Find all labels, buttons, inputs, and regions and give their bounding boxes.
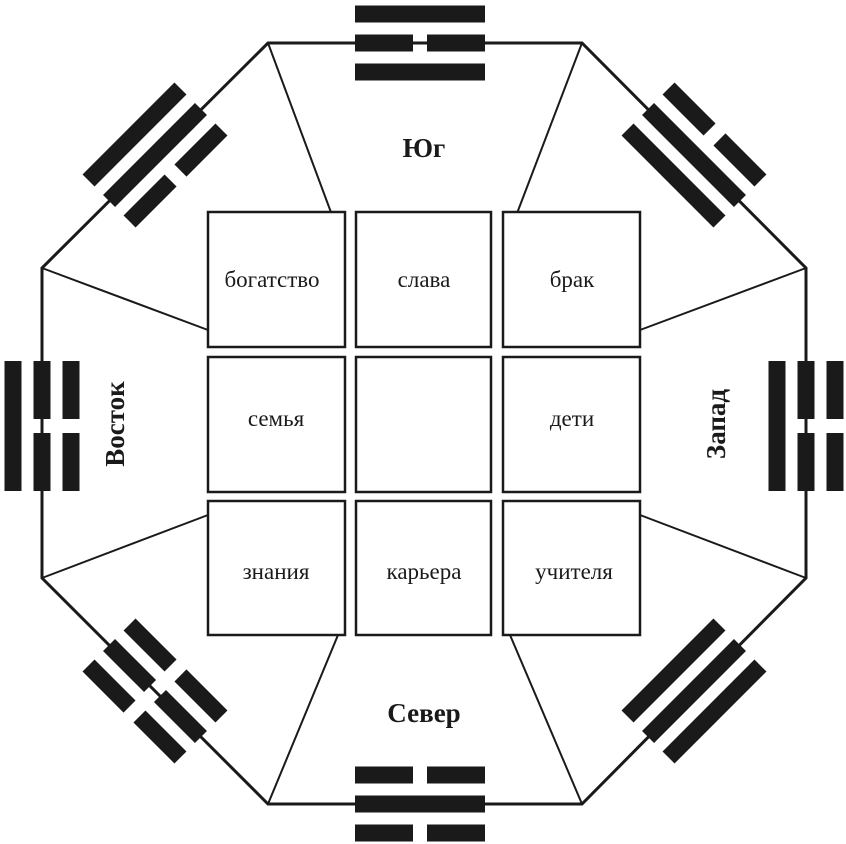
trigram-solid-bar: [642, 639, 746, 743]
trigram-solid-bar: [621, 123, 726, 228]
trigram-broken-bar: [123, 174, 177, 228]
cell-center: [354, 355, 493, 494]
trigram-broken-bar: [62, 361, 80, 419]
cell-teachers: [501, 499, 642, 637]
cell-wealth: [206, 210, 347, 349]
trigram-broken-bar: [662, 82, 716, 136]
trigram-broken-bar: [427, 34, 485, 52]
radial-line: [639, 267, 807, 331]
cell-labels: богатство слава брак семья дети знания к…: [224, 267, 613, 584]
trigram-west: [768, 361, 844, 491]
cell-label-career: карьера: [387, 559, 462, 584]
trigram-broken-bar: [713, 133, 767, 187]
trigram-broken-bar: [826, 433, 844, 491]
trigram-broken-bar: [33, 361, 51, 419]
radial-line: [41, 267, 209, 331]
trigram-broken-bar: [174, 123, 228, 177]
trigram-solid-bar: [103, 103, 207, 207]
trigram-broken-bar: [355, 766, 413, 784]
direction-west-label: Запад: [701, 389, 731, 459]
trigram-broken-bar: [153, 689, 207, 743]
trigram-solid-bar: [621, 618, 726, 723]
trigram-south-east: [82, 82, 228, 228]
trigram-broken-bar: [355, 824, 413, 842]
trigram-solid-bar: [4, 361, 22, 491]
radial-line: [41, 514, 209, 579]
cell-label-children: дети: [550, 406, 594, 431]
cell-label-fame: слава: [398, 267, 451, 292]
trigram-broken-bar: [797, 433, 815, 491]
trigram-north-west: [621, 618, 767, 764]
trigram-broken-bar: [33, 433, 51, 491]
trigram-solid-bar: [355, 795, 485, 813]
trigram-solid-bar: [768, 361, 786, 491]
trigram-broken-bar: [355, 34, 413, 52]
trigram-solid-bar: [355, 5, 485, 23]
trigram-south-west: [621, 82, 767, 228]
cell-label-teachers: учителя: [535, 559, 613, 584]
direction-east-label: Восток: [100, 381, 130, 467]
trigram-south: [355, 5, 485, 81]
trigram-broken-bar: [62, 433, 80, 491]
cell-knowledge: [206, 499, 347, 637]
trigram-broken-bar: [174, 669, 228, 723]
center-grid: [206, 210, 642, 637]
trigram-solid-bar: [642, 103, 746, 207]
radial-lines: [41, 42, 807, 805]
cell-label-marriage: брак: [550, 267, 595, 292]
cell-label-family: семья: [248, 406, 305, 431]
trigram-solid-bar: [662, 659, 767, 764]
cell-label-knowledge: знания: [243, 559, 310, 584]
trigram-broken-bar: [123, 618, 177, 672]
trigram-broken-bar: [82, 659, 136, 713]
trigram-east: [4, 361, 80, 491]
cell-fame: [354, 210, 493, 349]
cell-marriage: [501, 210, 642, 349]
trigram-broken-bar: [133, 710, 187, 764]
direction-south-label: Юг: [403, 133, 446, 163]
radial-line: [639, 514, 807, 579]
trigram-broken-bar: [826, 361, 844, 419]
trigram-solid-bar: [355, 63, 485, 81]
direction-north-label: Север: [387, 698, 460, 728]
trigram-north-east: [82, 618, 228, 764]
cell-children: [501, 355, 642, 494]
trigram-broken-bar: [427, 766, 485, 784]
cell-family: [206, 355, 347, 494]
trigram-north: [355, 766, 485, 842]
radial-line: [267, 634, 339, 805]
trigram-broken-bar: [797, 361, 815, 419]
trigram-broken-bar: [427, 824, 485, 842]
radial-line: [509, 634, 583, 805]
trigram-solid-bar: [82, 82, 187, 187]
trigram-broken-bar: [103, 639, 157, 693]
cell-label-wealth: богатство: [224, 267, 319, 292]
cell-career: [354, 499, 493, 637]
